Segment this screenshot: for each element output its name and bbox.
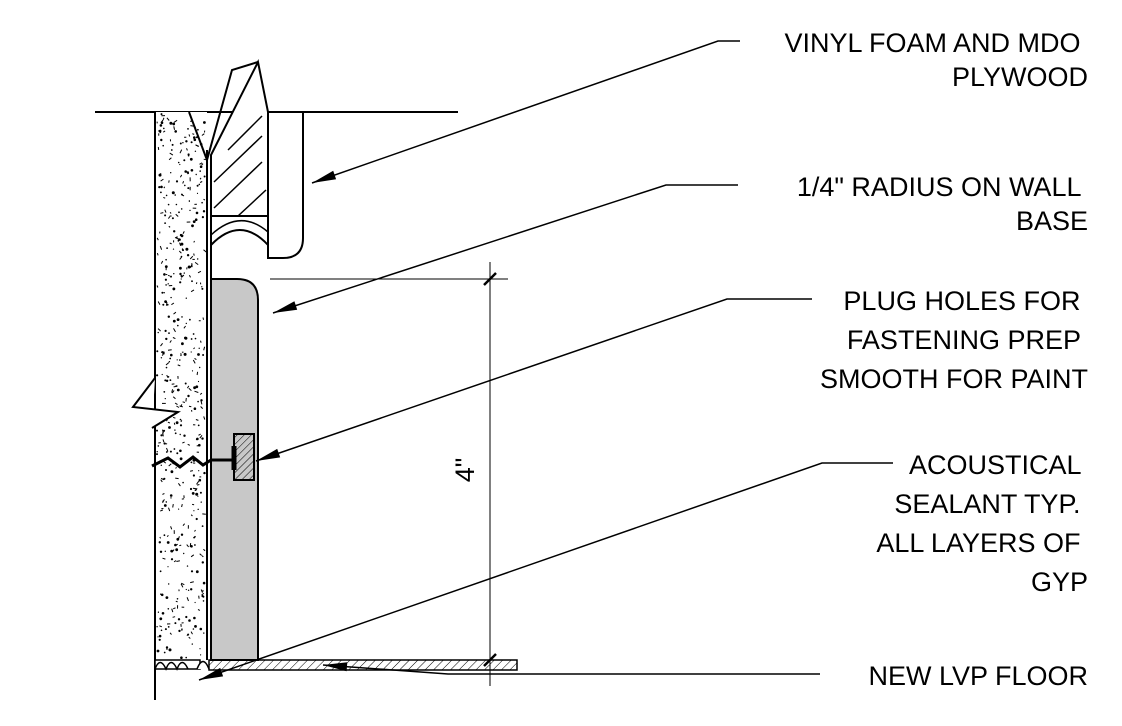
dimension-label: 4" xyxy=(450,458,480,483)
plywood-panel xyxy=(188,58,269,217)
leader-vinyl-foam xyxy=(311,40,740,184)
leaders xyxy=(198,40,893,681)
leader-lvp-floor xyxy=(322,664,820,675)
concrete-wall xyxy=(154,112,208,700)
leader-plug-holes xyxy=(255,298,812,462)
leader-lvp-floor-arrowhead xyxy=(323,662,348,672)
leader-plug-holes-arrowhead xyxy=(256,448,281,461)
note-radius: 1/4" RADIUS ON WALL BASE xyxy=(797,172,1088,236)
plug-fastener xyxy=(151,433,255,481)
leader-radius xyxy=(272,184,738,314)
note-plug-holes: PLUG HOLES FOR FASTENING PREP SMOOTH FOR… xyxy=(820,286,1088,394)
dimension-4-inch: 4" xyxy=(270,262,508,686)
floor-assembly xyxy=(154,659,518,671)
leader-radius-arrowhead xyxy=(273,301,298,313)
note-acoustical: ACOUSTICAL SEALANT TYP. ALL LAYERS OF GY… xyxy=(876,450,1088,597)
foam-edge-curves xyxy=(210,219,269,246)
wall-break-symbol xyxy=(131,377,182,429)
leader-vinyl-foam-arrowhead xyxy=(312,170,337,183)
vinyl-foam-panel xyxy=(267,111,304,259)
leader-acoustical xyxy=(198,462,893,681)
annotations: VINYL FOAM AND MDO PLYWOOD 1/4" RADIUS O… xyxy=(784,28,1088,691)
note-lvp-floor: NEW LVP FLOOR xyxy=(868,661,1088,691)
leader-acoustical-arrowhead xyxy=(199,667,224,680)
note-vinyl-foam: VINYL FOAM AND MDO PLYWOOD xyxy=(784,28,1088,92)
